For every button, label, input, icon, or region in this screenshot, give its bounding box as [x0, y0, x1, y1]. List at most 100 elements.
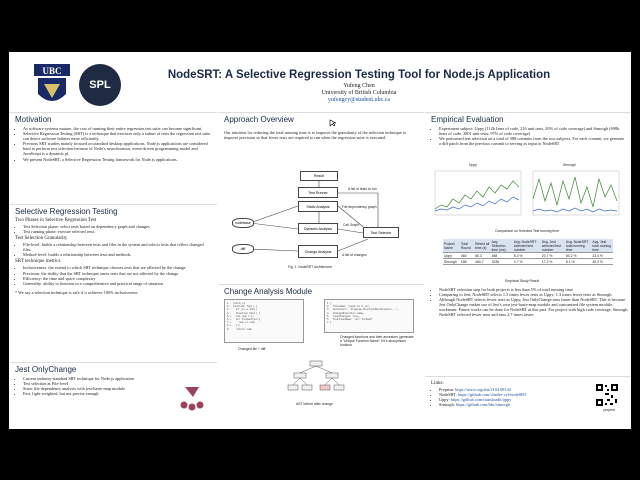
author-block: Yufeng Chen University of British Columb… — [149, 83, 569, 104]
table-header-cell: Retest all time (s) — [474, 239, 491, 253]
author-email[interactable]: yufengcy@student.ubc.ca — [327, 97, 391, 103]
change-analysis-section: Change Analysis Module 1 - lib/a.js 2 - … — [218, 284, 424, 429]
safe-note: * We say a selection technique is safe i… — [15, 289, 138, 295]
table-cell: 460 — [459, 252, 475, 259]
change-analysis-node: Change Analysis — [298, 245, 338, 258]
links-title: Links: — [431, 381, 444, 386]
dynamic-analysis-node: Dynamic Analysis — [298, 223, 338, 234]
uppy-link[interactable]: https://github.com/transloadit/uppy — [450, 397, 512, 403]
table-cell: 8.1 % — [564, 258, 592, 265]
table-header-cell: Avg. NodeSRT selected test number — [512, 239, 541, 253]
table-cell: 2.7 % — [512, 258, 541, 265]
granularity-title: Test Selection Granularity — [15, 236, 68, 242]
changed-function-json: 1 { 2 filename: "path to b.js", 3 ancest… — [324, 299, 414, 333]
list-item: Test selection at File-level — [23, 381, 173, 386]
change-analysis-title: Change Analysis Module — [224, 287, 313, 296]
spl-logo: SPL — [79, 64, 121, 106]
link-item-uppy: Uppy: https://github.com/transloadit/upp… — [439, 397, 625, 402]
table-header-cell: Avg. NodeSRT total running time — [564, 239, 592, 253]
motivation-section: Motivation As software systems mature, t… — [9, 112, 217, 202]
codebase-node: codebase — [232, 218, 254, 228]
simorgh-chart-plot — [532, 170, 620, 216]
cursor-icon — [329, 119, 337, 127]
table-cell: 17.2 % — [540, 258, 565, 265]
qr-code-icon[interactable] — [595, 383, 619, 407]
list-item: Static file dependency analysis with jes… — [23, 386, 173, 391]
table-cell: 65.3 — [474, 252, 491, 259]
static-analysis-node: Static Analysis — [298, 201, 338, 212]
list-item: Fast, light-weighted, but not precise en… — [23, 391, 173, 396]
table-header-cell: Total Round — [459, 239, 475, 253]
list-item: As software systems mature, the cost of … — [23, 126, 211, 131]
author-name: Yufeng Chen — [343, 83, 375, 89]
approach-title: Approach Overview — [224, 115, 294, 124]
table-header-cell: Avg. Jest selected test number — [540, 239, 565, 253]
list-item: Comparing to Jest, NodeSRT selects 1.5 t… — [439, 292, 631, 297]
uppy-chart-plot — [434, 170, 522, 216]
test-runner-node: Test Runner — [298, 187, 338, 198]
list-item: Current industry-standard SRT technique … — [23, 376, 173, 381]
list-item: Test running phase: execute selected tes… — [23, 229, 211, 234]
link-item-nodesrt: NodeSRT: https://github.com/charlie-cyf/… — [439, 392, 625, 397]
caption-ast: AST before after change — [296, 402, 333, 406]
caption-changed-functions: Changed functions and their ancestors (g… — [340, 335, 414, 347]
ast-tree-diagram — [287, 360, 345, 391]
links-section: Links: Preprint: https://arxiv.org/abs/2… — [425, 376, 631, 429]
table-cell: 20.7 % — [540, 252, 565, 259]
uppy-chart-title: Uppy — [469, 163, 477, 167]
label-dep-graph: File dependency graph — [342, 205, 377, 209]
test-selector-node: Test Selector — [363, 227, 399, 238]
architecture-caption: Fig. 1. NodeSRT Architecture — [288, 265, 332, 269]
approach-section: Approach Overview Our intuition for redu… — [218, 112, 424, 282]
srt-section: Selective Regression Testing Two Phases … — [9, 204, 217, 360]
simorgh-link[interactable]: https://github.com/bbc/simorgh — [456, 402, 510, 408]
list-item: Generality: ability to function in a com… — [23, 281, 211, 286]
label-call-graph: Call Graph — [343, 223, 360, 227]
list-item: Test Selection phase: select tests based… — [23, 224, 211, 229]
table-cell: 460.7 — [474, 258, 491, 265]
jest-title: Jest OnlyChange — [15, 365, 77, 374]
uppy-chart: Uppy — [431, 163, 523, 223]
metrics-title: SRT technique metrics — [15, 259, 61, 265]
qr-caption: preprint — [603, 408, 616, 412]
architecture-diagram: Result Test Runner Static Analysis Dynam… — [218, 161, 424, 281]
poster: UBC SPL NodeSRT: A Selective Regression … — [9, 52, 631, 429]
table-cell: 3236 — [490, 258, 513, 265]
jest-logo-icon — [180, 387, 204, 411]
table-header-row: Project Name Total Round Retest all time… — [443, 239, 613, 253]
results-list: NodeSRT selection step for both projects… — [431, 287, 631, 318]
table-cell: Uppy — [443, 252, 460, 259]
list-item: Inclusiveness: the extend to which SRT t… — [23, 265, 211, 270]
list-item: Efficiency: the time and space complexit… — [23, 276, 211, 281]
list-item: Experiment subject: Uppy (112k lines of … — [439, 126, 625, 136]
table-cell: 23.4 % — [591, 252, 613, 259]
nodesrt-link[interactable]: https://github.com/charlie-cyf/nodeSRT — [458, 392, 527, 398]
list-item: Method-level: builds a relationship betw… — [23, 252, 211, 257]
list-item: Precision: the ability that the SRT tech… — [23, 271, 211, 276]
list-item: NodeSRT selection step for both projects… — [439, 287, 631, 292]
srt-title: Selective Regression Testing — [15, 207, 118, 216]
label-list-changes: A list of changes — [342, 253, 367, 257]
code-diff-panel: 1 - lib/a.js 2 - function foo() { 3 - if… — [224, 299, 304, 343]
list-item: Although NodeSRT selects fewer tests as … — [439, 297, 631, 317]
table-cell: 458 — [490, 252, 513, 259]
table-cell: Simorgh — [443, 258, 460, 265]
jest-section: Jest OnlyChange Current industry-standar… — [9, 362, 217, 429]
table-cell: 188 — [459, 258, 475, 265]
preprint-link[interactable]: https://arxiv.org/abs/2104.08142 — [455, 387, 511, 392]
table-cell: 8.4 % — [512, 252, 541, 259]
motivation-list: As software systems mature, the cost of … — [15, 126, 211, 162]
result-node: Result — [300, 171, 338, 181]
table-caption: Empirical Study Result — [505, 279, 540, 283]
table-header-cell: Avg. Selection time (ms) — [490, 239, 513, 253]
label-list-to-run: A list of tests to run — [348, 187, 377, 191]
ubc-logo: UBC — [34, 64, 70, 101]
list-item: File-level: builds a relationship betwee… — [23, 242, 211, 252]
table-cell: 50.2 % — [564, 252, 592, 259]
link-item-preprint: Preprint: https://arxiv.org/abs/2104.081… — [439, 387, 625, 392]
chart-caption: Comparison on Selected Test running time — [495, 229, 559, 233]
results-table: Project Name Total Round Retest all time… — [443, 239, 613, 265]
table-header-cell: Project Name — [443, 239, 460, 253]
list-item: Selective Regression Testing (SRT) is a … — [23, 131, 211, 141]
simorgh-chart-title: Simorgh — [563, 163, 576, 167]
